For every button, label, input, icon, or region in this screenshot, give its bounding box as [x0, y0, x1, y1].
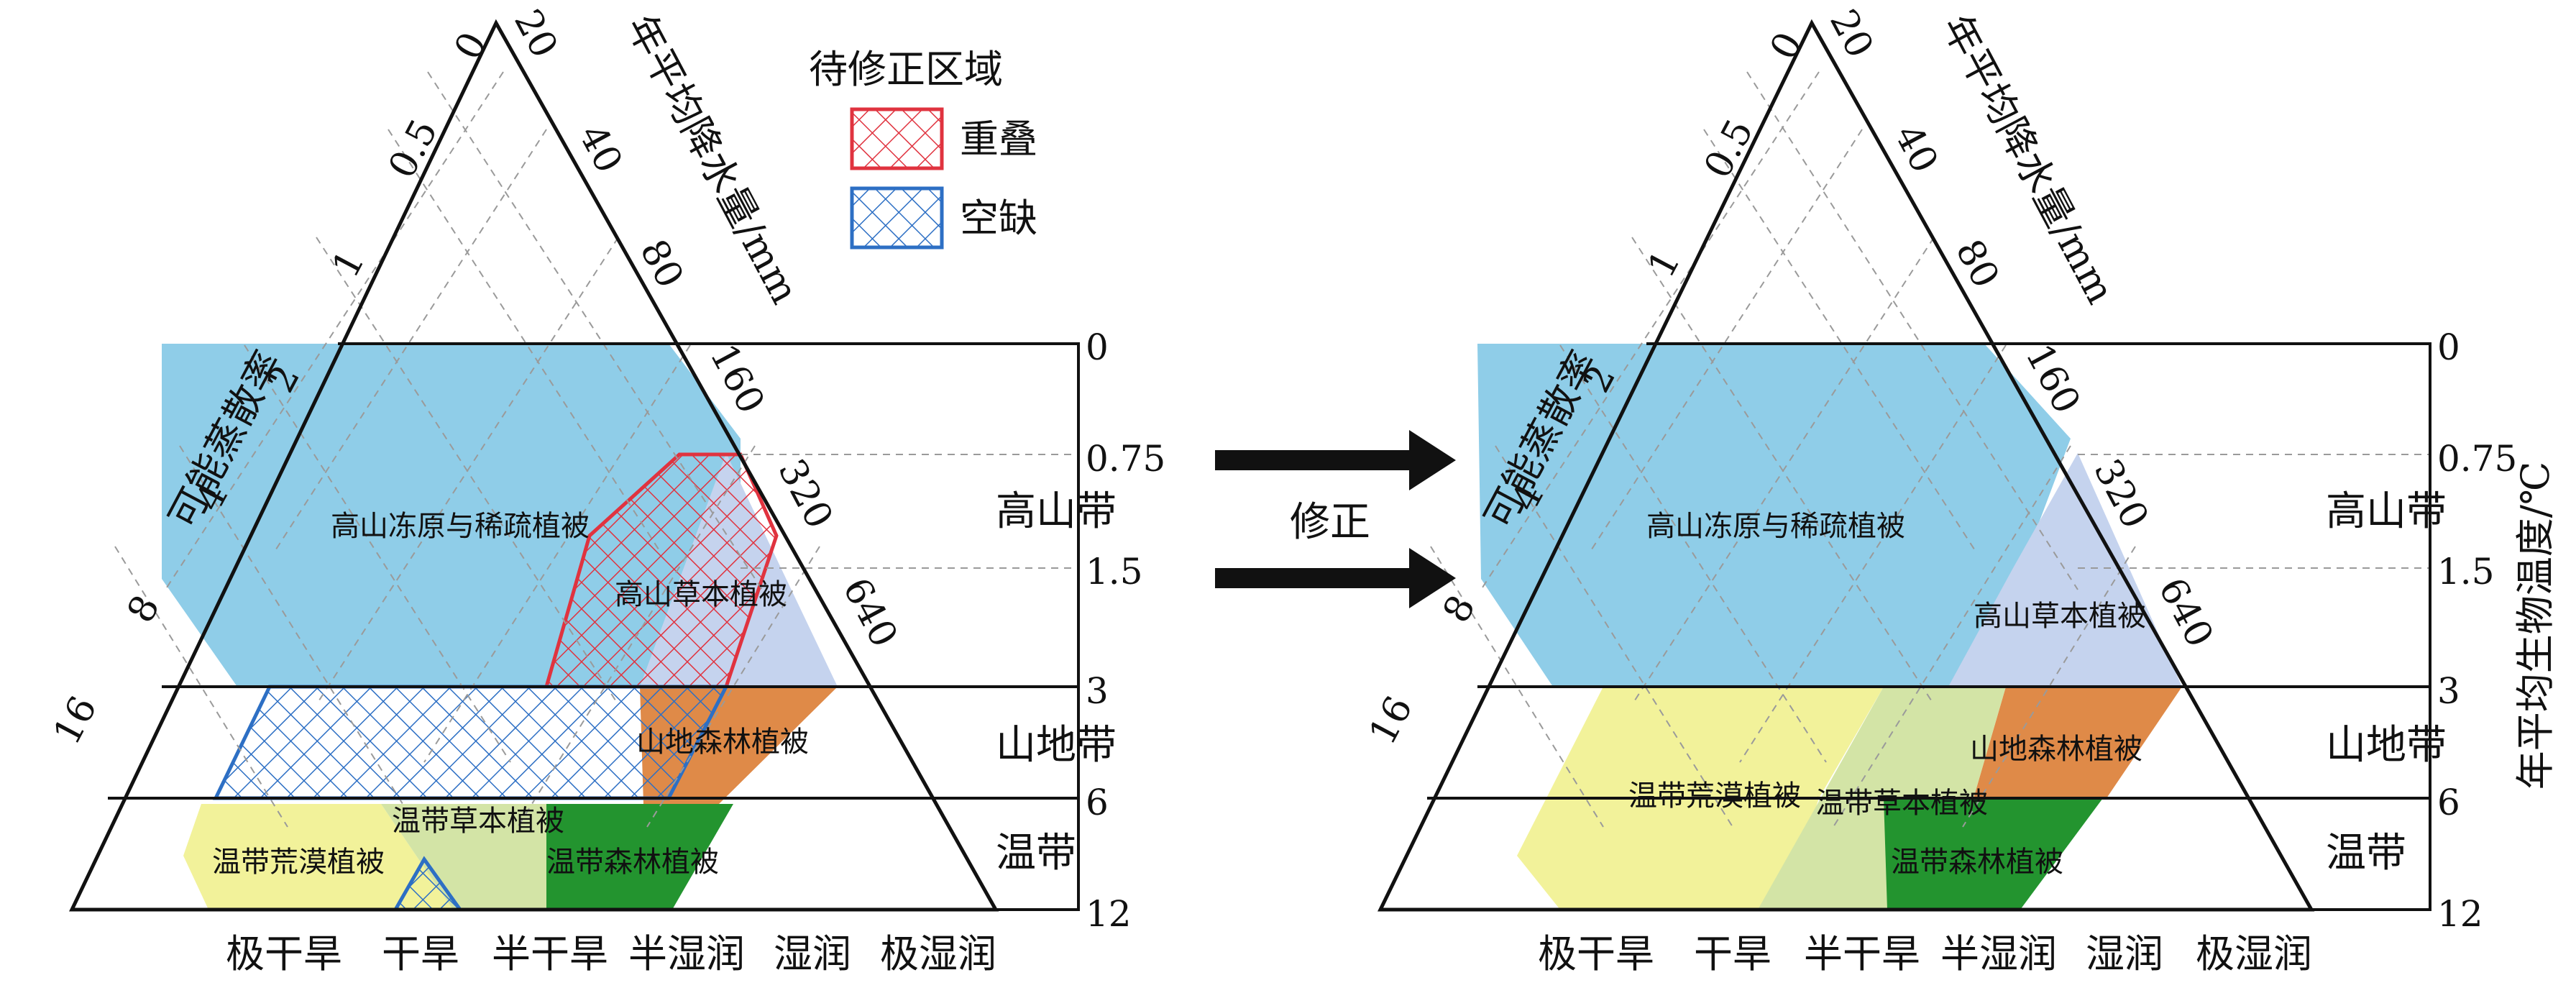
humidity-label: 湿润 [774, 931, 851, 976]
region-label-alpine-grass: 高山草本植被 [615, 578, 787, 611]
region-temperate-desert [183, 804, 453, 910]
temp-tick: 3 [2437, 670, 2460, 712]
temp-tick: 0 [1086, 326, 1109, 368]
region-label-temperate-forest: 温带森林植被 [1891, 846, 2063, 879]
zone-label: 山地带 [996, 722, 1117, 769]
temp-tick: 0.75 [1086, 438, 1165, 480]
temp-tick: 12 [2437, 893, 2483, 935]
legend-title: 待修正区域 [809, 47, 1003, 92]
humidity-label: 半干旱 [1804, 931, 1920, 976]
right-panel [1378, 19, 2431, 912]
zone-label: 高山带 [996, 488, 1117, 535]
precip-tick: 80 [1947, 233, 2007, 296]
evap-tick: 0 [446, 25, 496, 66]
humidity-label: 干旱 [382, 931, 459, 976]
temp-tick: 1.5 [1086, 551, 1143, 593]
humidity-label: 湿润 [2086, 931, 2163, 976]
zone-label: 高山带 [2326, 488, 2447, 535]
evap-tick: 0 [1762, 25, 1812, 66]
zone-label: 山地带 [2326, 722, 2447, 769]
legend-overlap-swatch [850, 107, 944, 170]
precip-tick: 320 [769, 452, 841, 536]
humidity-label: 半湿润 [1940, 931, 2057, 976]
region-label-temperate-forest: 温带森林植被 [546, 846, 719, 879]
temp-axis-title: 年平均生物温度/℃ [2513, 462, 2558, 790]
humidity-label: 极湿润 [880, 931, 996, 976]
precip-tick: 80 [631, 233, 692, 296]
zone-label: 温带 [2326, 830, 2406, 877]
humidity-label: 干旱 [1694, 931, 1771, 976]
evap-tick: 8 [1435, 588, 1485, 629]
temp-tick: 6 [1086, 782, 1109, 823]
left-triangle [69, 19, 999, 912]
region-mountain-forest [1974, 687, 2182, 798]
arrow-lower [1215, 548, 1456, 608]
region-label-temperate-desert: 温带荒漠植被 [212, 846, 385, 879]
region-label-alpine-tundra: 高山冻原与稀疏植被 [331, 510, 590, 543]
arrow-label: 修正 [1290, 499, 1370, 546]
region-temperate-forest [1884, 798, 2103, 910]
humidity-label: 极干旱 [1538, 931, 1654, 976]
right-band-box [1646, 342, 2431, 911]
temp-tick: 3 [1086, 670, 1109, 712]
left-band-box [338, 342, 1080, 911]
grid-lines [114, 71, 1078, 828]
humidity-label: 极湿润 [2196, 931, 2312, 976]
humidity-label: 极干旱 [226, 931, 342, 976]
region-label-mountain-forest: 山地森林植被 [1970, 733, 2142, 766]
legend-gap-label: 空缺 [960, 196, 1037, 241]
region-label-alpine-tundra: 高山冻原与稀疏植被 [1646, 510, 1905, 543]
region-label-temperate-desert: 温带荒漠植被 [1628, 779, 1801, 813]
evap-tick: 1 [324, 243, 374, 284]
region-label-mountain-forest: 山地森林植被 [636, 726, 809, 759]
left-panel [69, 19, 1080, 912]
temp-tick: 0.75 [2437, 438, 2517, 480]
temp-tick: 1.5 [2437, 551, 2495, 593]
evap-tick: 16 [1361, 690, 1421, 752]
region-alpine-tundra [1477, 344, 2071, 687]
evap-tick: 1 [1640, 243, 1690, 284]
region-alpine-grass [1948, 453, 2182, 687]
legend: 待修正区域 重叠 空缺 [809, 47, 1037, 250]
humidity-label: 半干旱 [492, 931, 608, 976]
region-label-temperate-grass: 温带草本植被 [392, 805, 564, 838]
legend-gap-swatch [850, 186, 944, 250]
region-label-temperate-grass: 温带草本植被 [1815, 787, 1988, 820]
temp-tick: 0 [2437, 326, 2460, 368]
region-label-alpine-grass: 高山草本植被 [1974, 600, 2146, 633]
arrow-upper [1215, 430, 1456, 490]
legend-overlap-label: 重叠 [960, 116, 1037, 162]
correction-arrows: 修正 [1215, 430, 1456, 608]
grid-lines [1430, 71, 2430, 828]
right-triangle [1378, 19, 2315, 912]
evap-tick: 16 [45, 690, 106, 752]
evap-tick: 8 [119, 588, 169, 629]
temp-tick: 6 [2437, 782, 2460, 823]
temp-tick: 12 [1086, 893, 1132, 935]
region-temperate-forest [546, 804, 733, 910]
humidity-label: 半湿润 [628, 931, 745, 976]
zone-label: 温带 [996, 830, 1076, 877]
